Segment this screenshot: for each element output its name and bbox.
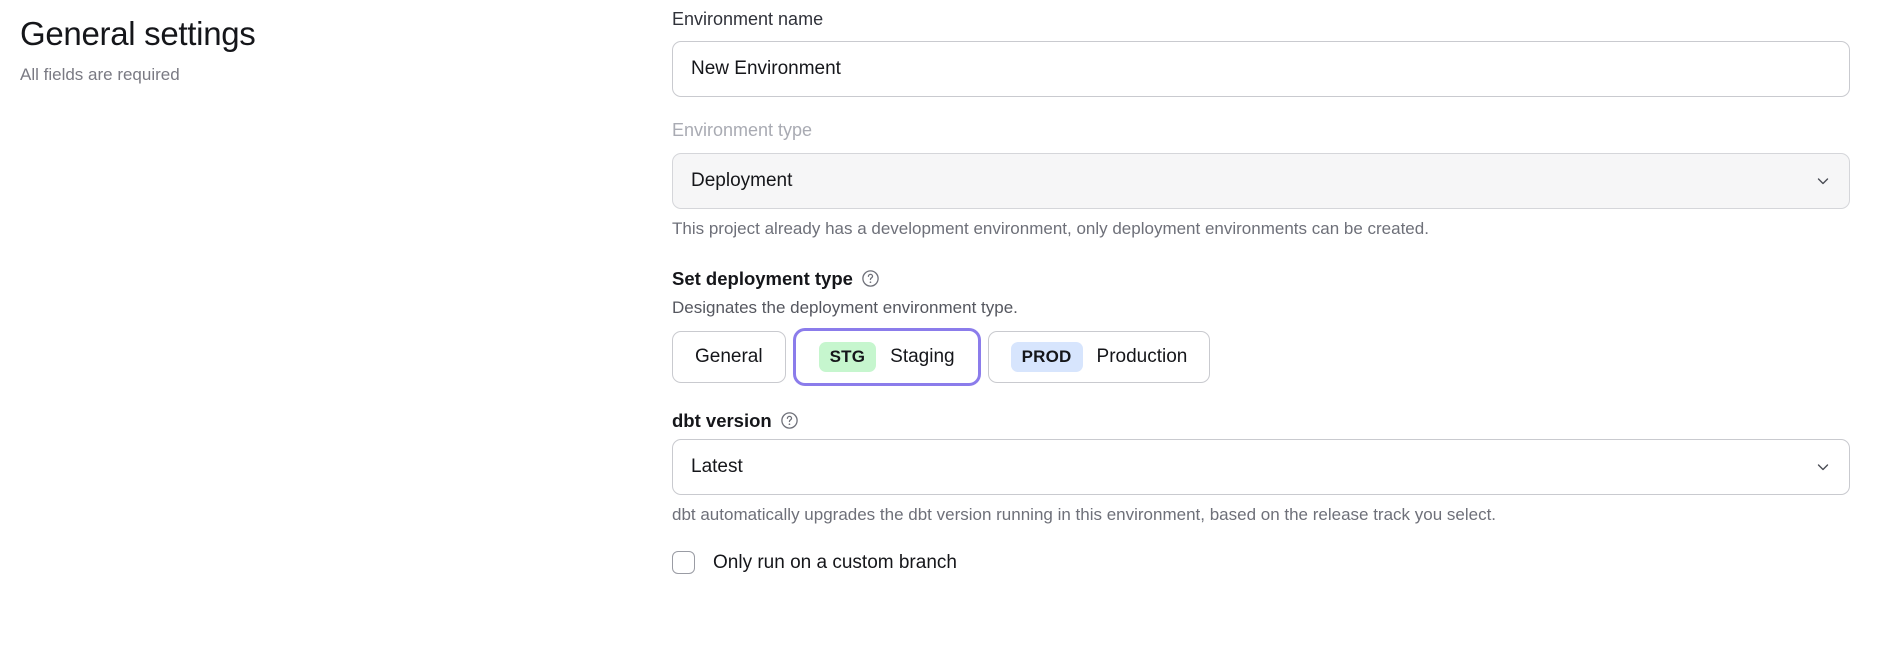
deployment-type-option-production[interactable]: PROD Production (987, 330, 1211, 383)
deployment-type-label-row: Set deployment type (672, 267, 1850, 291)
environment-type-value: Deployment (691, 170, 793, 192)
settings-form-column: Environment name New Environment Environ… (672, 0, 1888, 574)
environment-type-field: Environment type Deployment This project… (672, 119, 1850, 240)
page-title: General settings (20, 15, 256, 52)
deployment-type-description: Designates the deployment environment ty… (672, 297, 1018, 317)
settings-header-column: General settings All fields are required (0, 0, 672, 86)
dbt-version-field: dbt version Latest dbt automati (672, 409, 1850, 527)
dbt-version-select[interactable]: Latest (672, 438, 1850, 495)
deployment-type-option-staging-label: Staging (890, 346, 955, 368)
help-circle-icon[interactable] (780, 411, 799, 430)
deployment-type-option-general-label: General (695, 346, 763, 368)
chevron-down-icon (1815, 173, 1831, 189)
dbt-version-label: dbt version (672, 409, 772, 431)
dbt-version-help-text: dbt automatically upgrades the dbt versi… (672, 504, 1497, 524)
page-subtitle: All fields are required (20, 64, 180, 84)
environment-name-field: Environment name New Environment (672, 8, 1850, 98)
deployment-type-options: General STG Staging PROD Production (672, 330, 1850, 383)
deployment-type-option-production-label: Production (1096, 346, 1188, 368)
custom-branch-label[interactable]: Only run on a custom branch (713, 551, 957, 573)
deployment-type-field: Set deployment type Designates the deplo… (672, 267, 1850, 383)
deployment-type-option-general[interactable]: General (672, 330, 786, 383)
custom-branch-checkbox[interactable] (672, 550, 695, 574)
dbt-version-label-row: dbt version (672, 409, 1850, 433)
environment-type-select[interactable]: Deployment (672, 152, 1850, 209)
environment-name-label: Environment name (672, 9, 824, 29)
deployment-type-option-staging[interactable]: STG Staging (795, 330, 978, 383)
help-circle-icon[interactable] (861, 269, 880, 288)
environment-name-input[interactable]: New Environment (672, 41, 1850, 98)
environment-type-help-text: This project already has a development e… (672, 218, 1429, 238)
chevron-down-icon (1815, 459, 1831, 475)
staging-badge: STG (818, 341, 877, 372)
production-badge: PROD (1010, 341, 1083, 372)
dbt-version-value: Latest (691, 456, 743, 478)
environment-type-label: Environment type (672, 120, 813, 141)
deployment-type-label: Set deployment type (672, 267, 853, 289)
custom-branch-row: Only run on a custom branch (672, 550, 1850, 574)
